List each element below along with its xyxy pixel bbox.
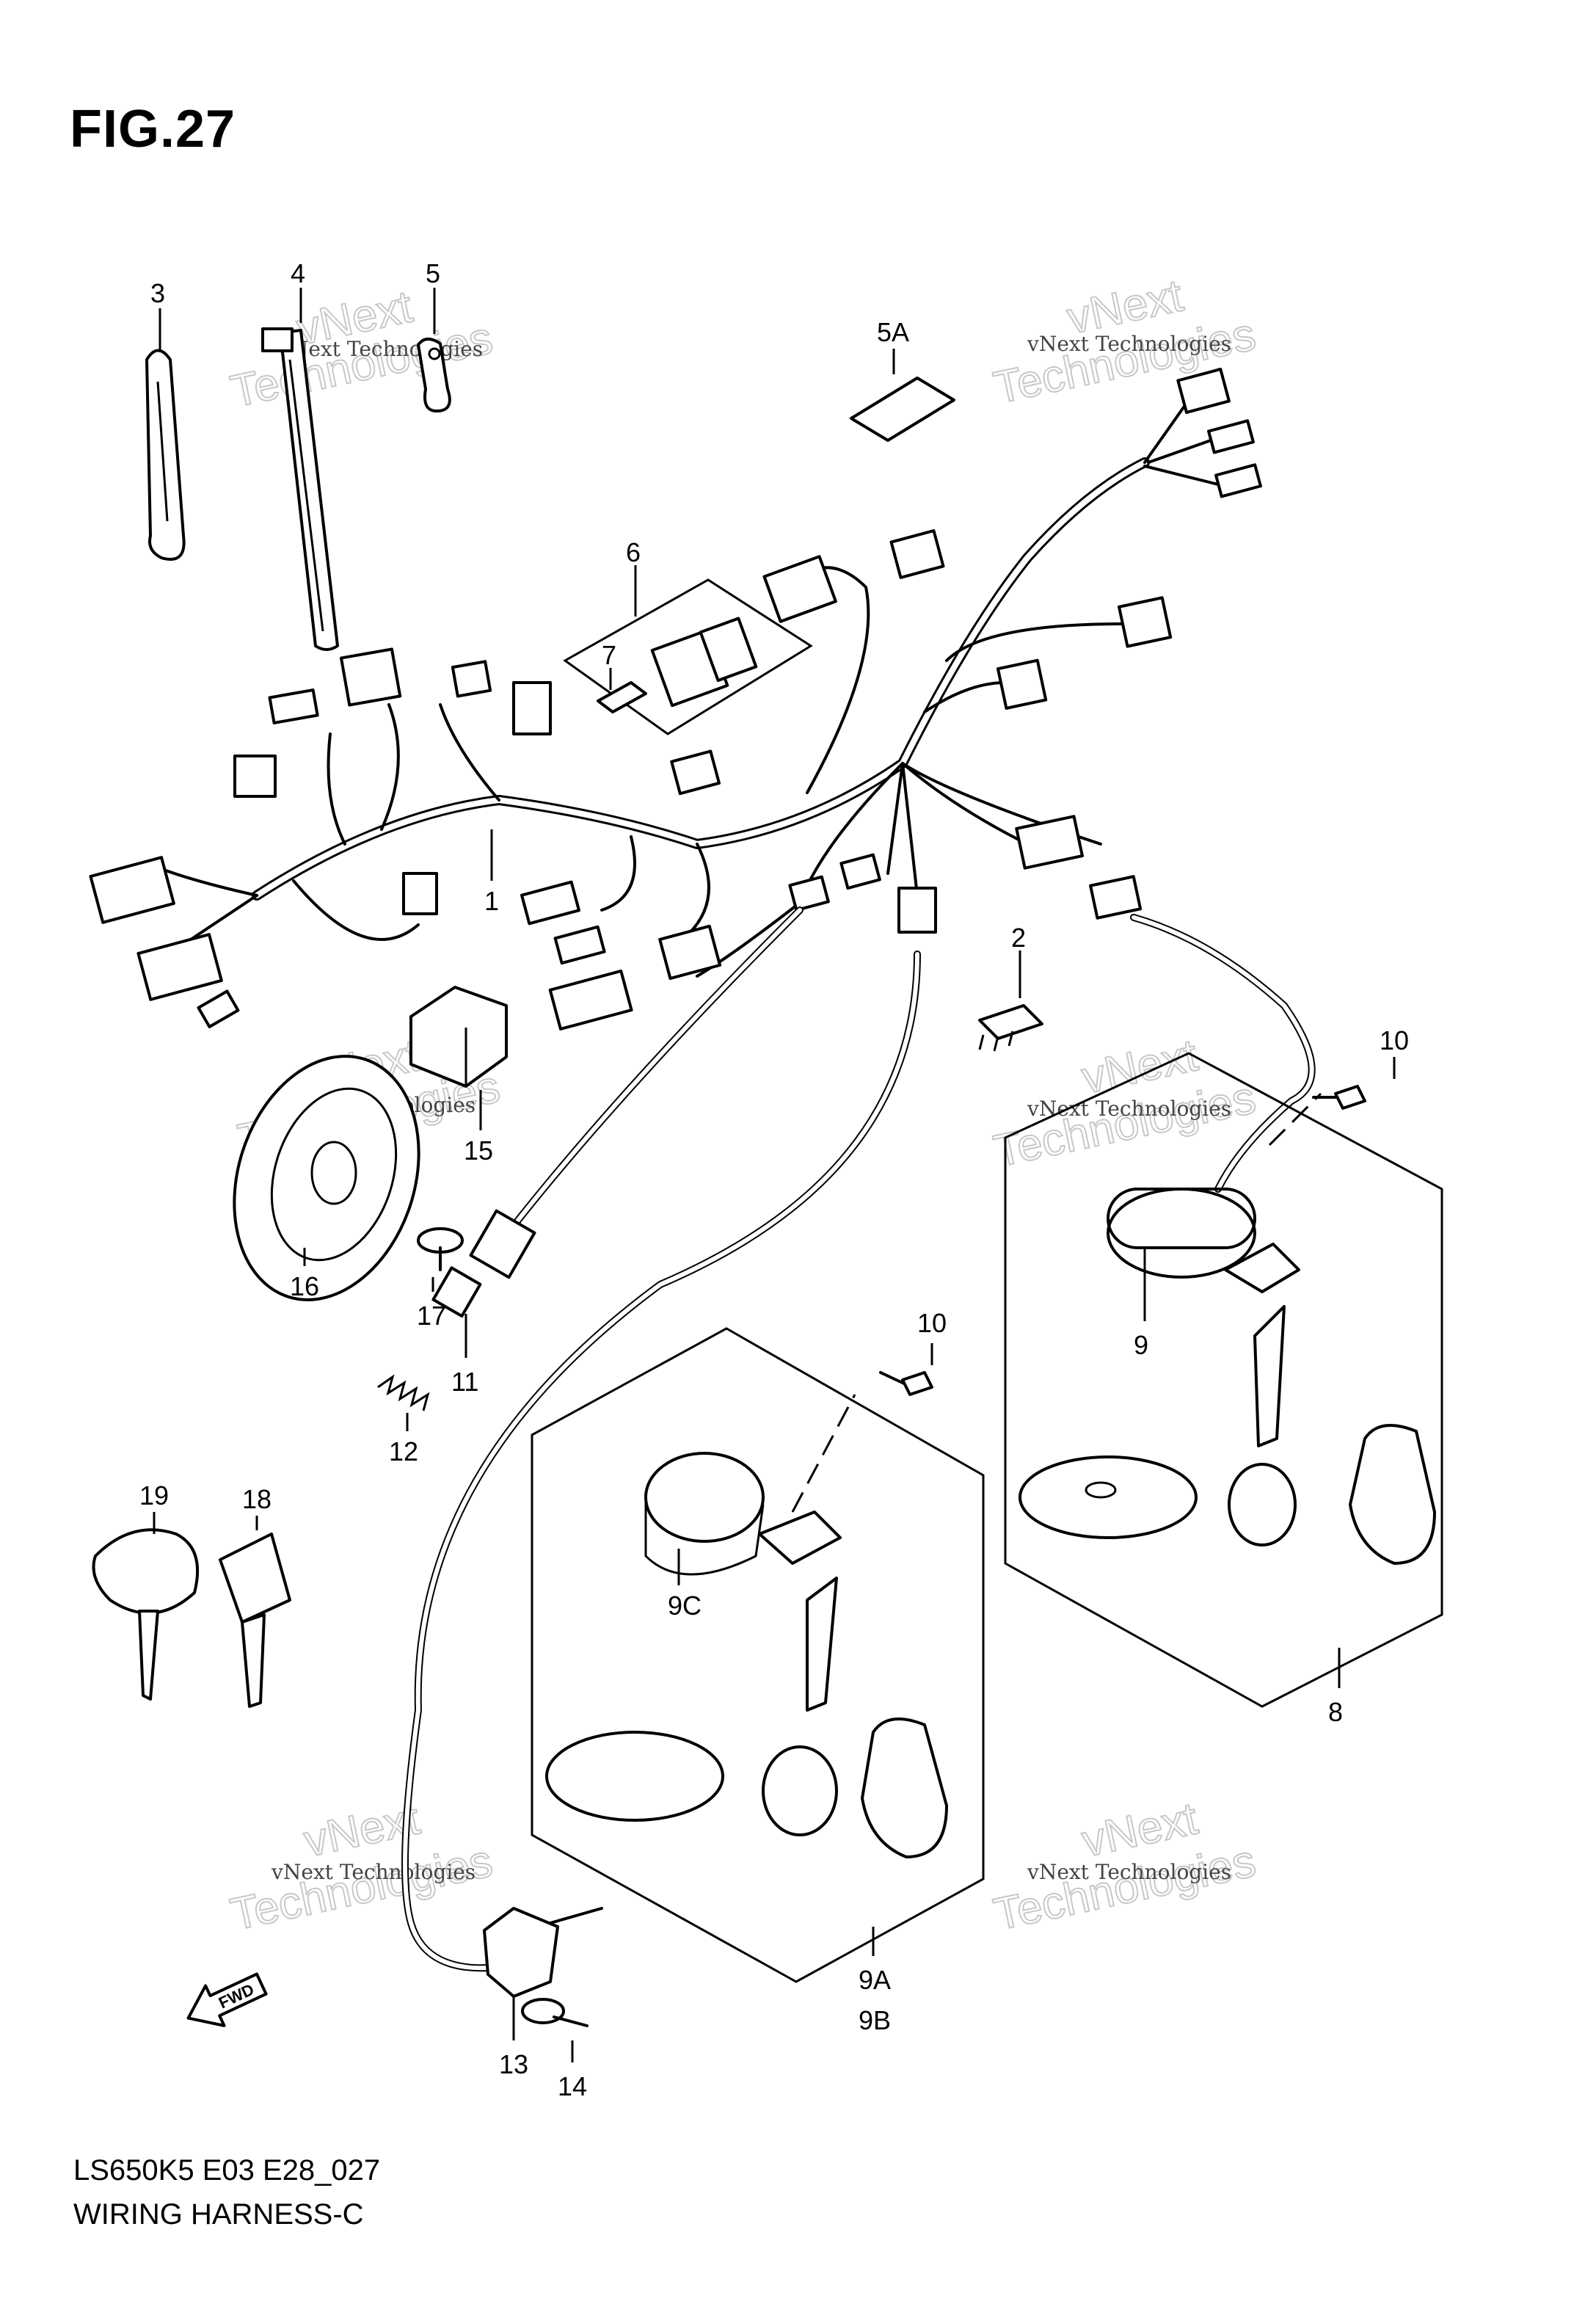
part-1-main-harness: 1 xyxy=(153,399,1220,978)
part-6-relay-box: 6 xyxy=(563,537,813,735)
callout-6: 6 xyxy=(626,537,641,567)
part-16-horn: 16 xyxy=(233,1055,420,1301)
callout-7: 7 xyxy=(602,640,616,670)
watermark-small: vNext Technologies xyxy=(271,1860,475,1884)
callout-11: 11 xyxy=(451,1367,478,1397)
callout-9a: 9A xyxy=(859,1965,891,1995)
callout-1: 1 xyxy=(484,886,499,916)
part-18-key: 18 xyxy=(219,1484,291,1708)
watermark-small: vNext Technologies xyxy=(278,337,483,361)
part-3-strap: 3 xyxy=(145,278,186,561)
callout-9c: 9C xyxy=(668,1591,702,1621)
part-15-connector: 15 xyxy=(409,986,508,1166)
part-10-screw-left: 10 xyxy=(879,1308,947,1396)
callout-5: 5 xyxy=(426,258,440,288)
part-5-clamp: 5 xyxy=(417,258,451,412)
watermark-small: vNext Technologies xyxy=(1027,332,1231,356)
part-5a-label: 5A xyxy=(850,317,955,442)
harness-connectors xyxy=(89,367,1262,1030)
callout-2: 2 xyxy=(1011,923,1026,953)
callout-19: 19 xyxy=(139,1480,169,1511)
callout-8: 8 xyxy=(1328,1697,1343,1727)
callout-3: 3 xyxy=(150,278,165,308)
part-7-fuse: 7 xyxy=(597,640,647,713)
callout-13: 13 xyxy=(499,2049,528,2079)
part-17-bolt: 17 xyxy=(417,1227,464,1331)
callout-15: 15 xyxy=(464,1135,493,1166)
figure-title: FIG.27 xyxy=(70,100,236,159)
part-8-lock-set: 9 8 xyxy=(1004,1052,1443,1727)
part-11-switch: 11 xyxy=(431,906,804,1397)
part-4-cable-tie: 4 xyxy=(261,258,339,651)
callout-12: 12 xyxy=(389,1436,418,1466)
part-19-key: 19 xyxy=(92,1480,200,1701)
callout-18: 18 xyxy=(242,1484,272,1514)
part-12-spring: 12 xyxy=(377,1374,430,1466)
callout-4: 4 xyxy=(291,258,305,288)
part-10-screw-right: 10 xyxy=(1312,1025,1409,1110)
part-9a-lock-set: 9C 9A 9B xyxy=(531,1327,985,2035)
part-14-bolt: 14 xyxy=(521,1998,589,2101)
watermark-small: vNext Technologies xyxy=(1027,1097,1231,1121)
part-13-rear-switch: 13 xyxy=(401,914,1316,2079)
callout-10-right: 10 xyxy=(1380,1025,1409,1055)
callout-5a: 5A xyxy=(877,317,909,347)
callout-14: 14 xyxy=(558,2071,587,2101)
fwd-arrow-icon: FWD xyxy=(186,1972,268,2027)
watermark-small: vNext Technologies xyxy=(1027,1860,1231,1884)
callout-16: 16 xyxy=(290,1271,319,1301)
callout-10-left: 10 xyxy=(917,1308,947,1338)
callout-9b: 9B xyxy=(859,2005,891,2035)
model-code: LS650K5 E03 E28_027 xyxy=(73,2154,381,2186)
diagram-name: WIRING HARNESS-C xyxy=(73,2198,364,2231)
callout-9: 9 xyxy=(1134,1330,1148,1360)
part-2-resistor: 2 xyxy=(978,923,1043,1052)
